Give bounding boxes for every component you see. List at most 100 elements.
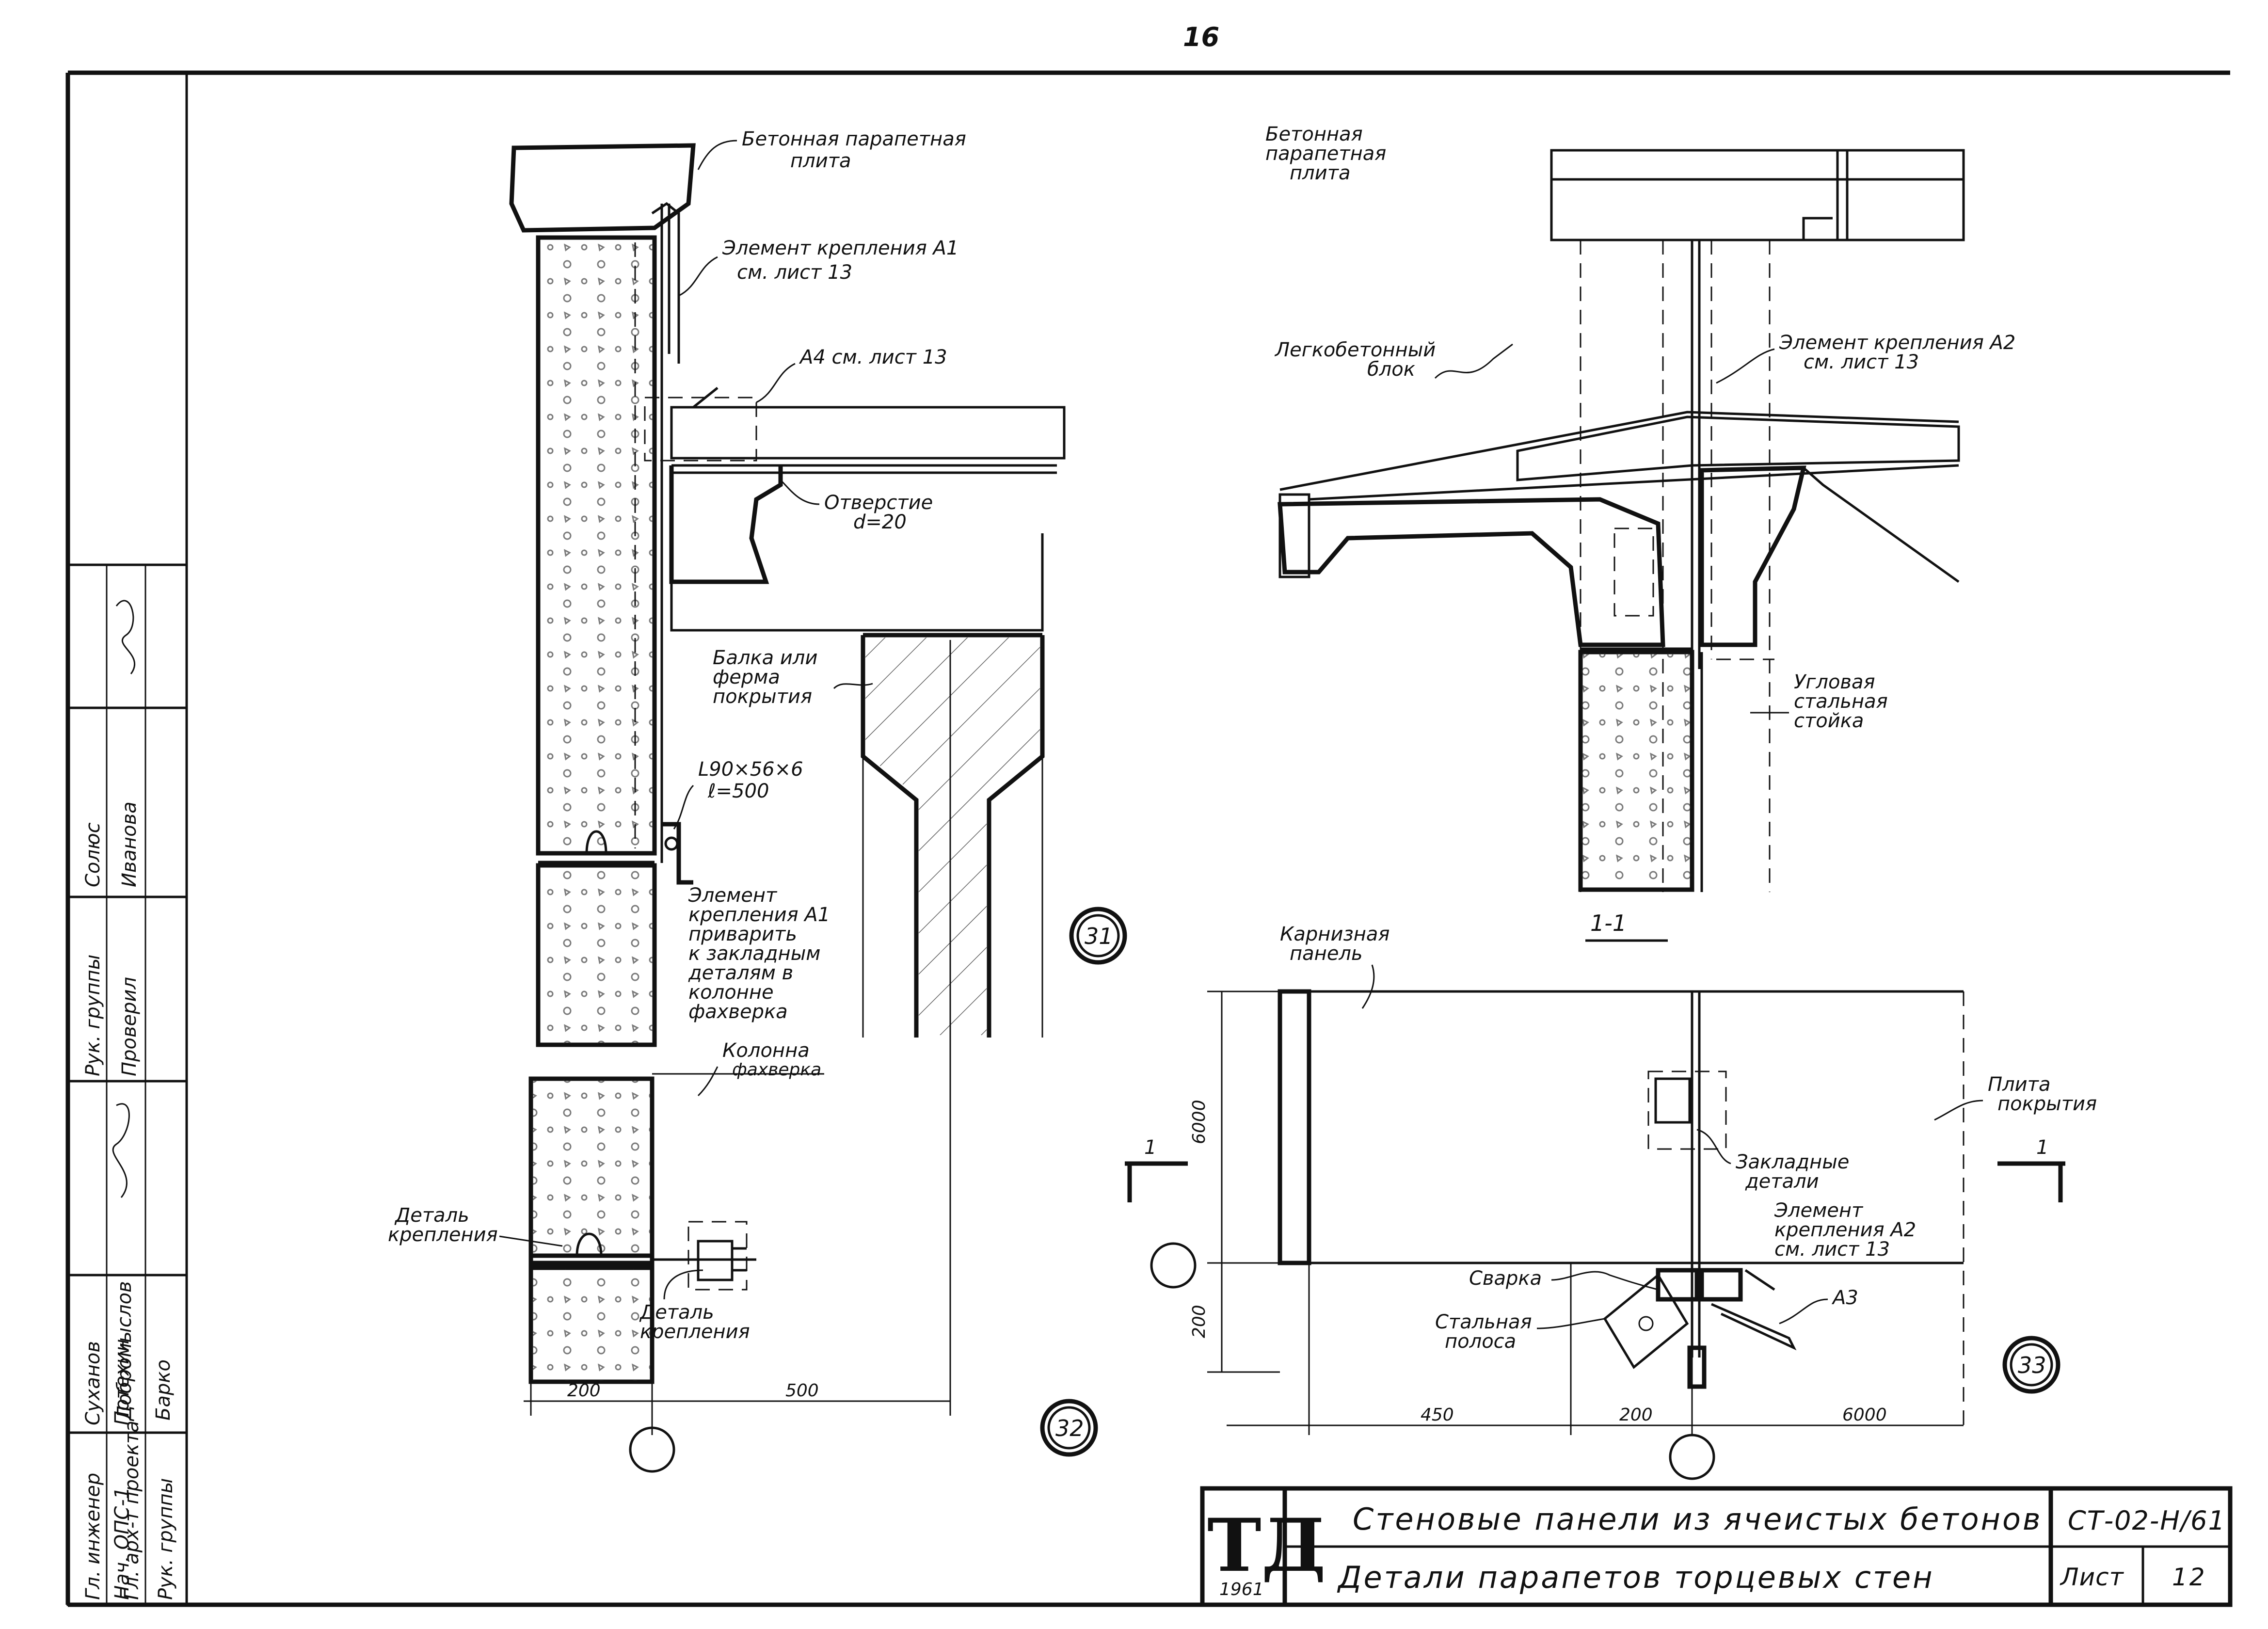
stamp-role-4: Рук. группы	[155, 1478, 177, 1600]
beam-right-edge	[987, 635, 1045, 1038]
label-weld-a1-3: приварить	[688, 923, 797, 945]
dim-33-200: 200	[1619, 1405, 1653, 1425]
label-weld-a1-2: крепления А1	[688, 904, 830, 926]
label-section-a2: Элемент крепления А2	[1779, 332, 2015, 354]
stamp-name-solyus: Солюс	[82, 822, 104, 887]
label-embedded: Закладные	[1736, 1151, 1849, 1173]
doc-code: СТ-02-Н/61	[2068, 1505, 2226, 1536]
stamp-name-ivanova: Иванова	[118, 801, 141, 887]
detail-33: 6000 200 450 200 6000 1 1 Карнизная пане…	[1125, 923, 2097, 1480]
label-cornice-2: панель	[1290, 942, 1363, 965]
label-beam-3: покрытия	[713, 686, 812, 708]
stamp-name-3: Добромыслов	[113, 1281, 136, 1421]
logo-td: ТД	[1207, 1503, 1326, 1588]
axis-marker-32	[629, 1426, 675, 1473]
joint-bolt	[585, 830, 607, 854]
label-weld-a1-4: к закладным	[688, 942, 820, 965]
label-column-2: фахверка	[732, 1060, 821, 1080]
label-strip: Стальная	[1435, 1311, 1532, 1333]
stamp-checked: Проверил	[118, 977, 141, 1076]
title-line-1: Стеновые панели из ячеистых бетонов	[1353, 1501, 2043, 1537]
label-section-parapet-3: плита	[1290, 162, 1351, 184]
label-steel-post: Угловая	[1794, 671, 1875, 693]
signature-mark	[115, 600, 135, 674]
label-angle-length: ℓ=500	[707, 780, 769, 802]
axis-marker-33-bottom	[1669, 1434, 1715, 1480]
wall-panel-lower	[536, 863, 657, 1047]
label-weld-a1-5: деталям в	[688, 962, 793, 984]
side-stamp: Гл. инженер Суханов Нач. ОПС-1 Потехин Г…	[66, 563, 188, 1606]
label-detail-left: Деталь	[394, 1204, 469, 1227]
sheet-number: 12	[2172, 1563, 2207, 1591]
label-weld: Сварка	[1469, 1267, 1542, 1290]
label-33-a2-2: крепления А2	[1774, 1219, 1916, 1241]
label-column: Колонна	[722, 1039, 810, 1062]
label-block-2: блок	[1367, 358, 1415, 381]
roof-plate-section	[1699, 465, 1806, 647]
section-title: 1-1	[1590, 910, 1627, 936]
stamp-name-2: Потехин	[111, 1339, 133, 1425]
sheet-frame	[65, 70, 2230, 1607]
title-block: ТД 1961 Стеновые панели из ячеистых бето…	[1200, 1486, 2233, 1607]
label-embedded-2: детали	[1745, 1170, 1819, 1193]
axis-marker-33-left	[1150, 1242, 1197, 1289]
roof-plate-rib	[669, 465, 783, 584]
label-block: Легкобетонный	[1274, 339, 1436, 361]
label-weld-a1-6: колонне	[688, 981, 774, 1004]
stamp-name-4: Барко	[152, 1359, 175, 1421]
title-year: 1961	[1219, 1580, 1264, 1599]
label-weld-a1: Элемент	[688, 884, 778, 907]
cornice-plate-section	[1278, 497, 1665, 647]
title-line-2: Детали парапетов торцевых стен	[1337, 1560, 1934, 1595]
dim-32-200: 200	[567, 1381, 601, 1401]
dim-32-500: 500	[785, 1381, 819, 1401]
dim-33-6000-vertical: 6000	[1189, 1100, 1209, 1144]
insulation-section	[1516, 415, 1960, 481]
label-parapet-plate: Бетонная парапетная	[742, 128, 966, 150]
dim-33-6000: 6000	[1842, 1405, 1887, 1425]
parapet-plate-section	[1550, 149, 1965, 241]
label-steel-post-3: стойка	[1794, 710, 1864, 732]
label-plate: Плита	[1988, 1073, 2050, 1096]
parapet-plate	[509, 143, 696, 233]
signature-mark	[112, 1103, 130, 1198]
label-cornice: Карнизная	[1280, 923, 1390, 945]
callout-33-number: 33	[2018, 1352, 2046, 1378]
label-33-a2-3: см. лист 13	[1774, 1238, 1890, 1261]
label-section-parapet-2: парапетная	[1265, 143, 1386, 165]
label-hole: Отверстие	[824, 492, 933, 514]
steel-angle	[662, 822, 693, 885]
callout-31	[1069, 907, 1127, 965]
wall-section-lower	[1578, 650, 1694, 892]
section-mark-right: 1	[2036, 1136, 2048, 1159]
label-weld-a1-7: фахверка	[688, 1001, 788, 1023]
dim-33-450: 450	[1421, 1405, 1454, 1425]
page-number: 16	[1183, 22, 1219, 52]
detail-32: 200 500 Колонна фахверка Деталь креплени…	[388, 1039, 1098, 1473]
dim-33-200-vertical: 200	[1189, 1305, 1209, 1338]
label-beam-2: ферма	[713, 666, 780, 688]
label-33-a2: Элемент	[1774, 1199, 1864, 1222]
label-steel-post-2: стальная	[1794, 690, 1888, 713]
label-section-parapet: Бетонная	[1265, 123, 1363, 145]
beam-left-edge	[861, 635, 919, 1038]
stamp-role-1: Гл. инженер	[82, 1473, 104, 1600]
label-beam: Балка или	[713, 647, 817, 669]
insulation-layer	[670, 406, 1066, 460]
label-plate-2: покрытия	[1997, 1093, 2097, 1115]
label-fixing-a1-2: см. лист 13	[737, 261, 852, 284]
callout-32-number: 32	[1055, 1415, 1084, 1441]
label-detail-left-2: крепления	[388, 1224, 498, 1246]
label-strip-2: полоса	[1445, 1330, 1516, 1353]
stamp-group-lead: Рук. группы	[82, 955, 104, 1076]
steel-strip	[1603, 1273, 1689, 1369]
label-a4: А4 см. лист 13	[799, 346, 947, 368]
sheet-label: Лист	[2060, 1563, 2124, 1591]
label-detail-right: Деталь	[639, 1301, 714, 1324]
stamp-role-3: Гл. арх-т проекта	[121, 1421, 143, 1600]
label-a3: А3	[1831, 1287, 1858, 1309]
section-mark-left: 1	[1144, 1136, 1156, 1159]
label-angle: L90×56×6	[698, 758, 803, 781]
